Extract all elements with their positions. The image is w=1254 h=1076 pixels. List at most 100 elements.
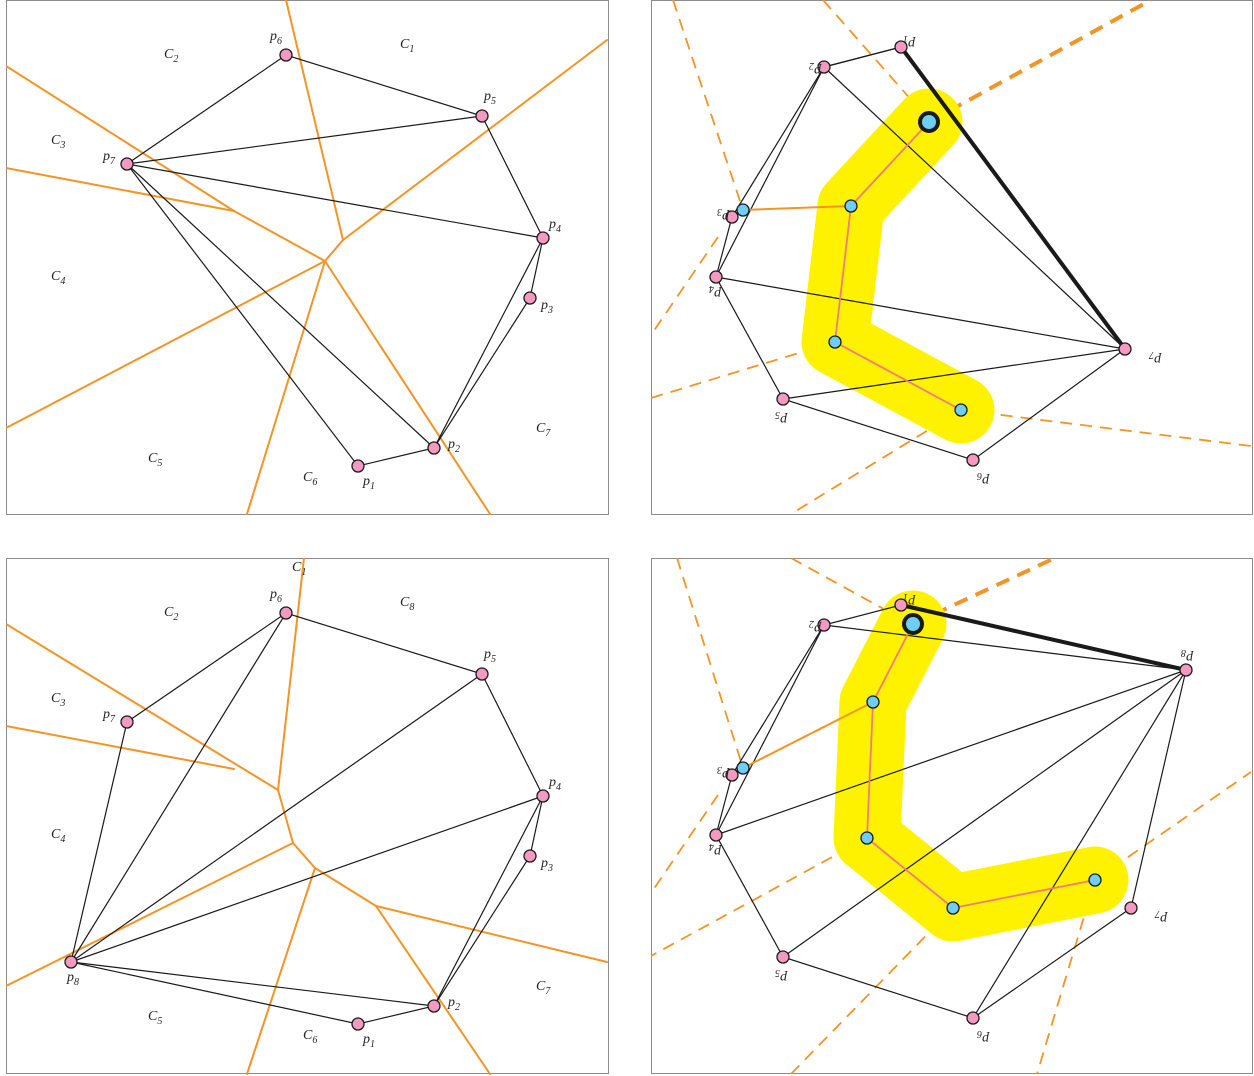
voronoi-edges xyxy=(6,558,608,1075)
site-p5 xyxy=(475,109,489,123)
cell-label-c5: C5 xyxy=(148,1009,162,1027)
path-node-start xyxy=(918,111,940,133)
path-node xyxy=(954,403,968,417)
site-labels-rotated: p1 p2 p3 p4 p5 p6 p7 xyxy=(709,33,1162,488)
site-label-p7: p7 xyxy=(102,707,116,725)
site-p4 xyxy=(709,828,723,842)
panel-bottom-left: p1 p2 p3 p4 p5 p6 p7 p8 C1 C2 C3 C4 C5 C… xyxy=(6,558,609,1075)
site-label-p6: p6 xyxy=(269,587,282,605)
path-node xyxy=(860,831,874,845)
cell-label-c8: C8 xyxy=(400,595,414,613)
cell-label-c5: C5 xyxy=(148,451,162,469)
site-p3 xyxy=(523,849,537,863)
site-p8 xyxy=(1179,663,1193,677)
site-label-p1: p1 xyxy=(362,1032,375,1050)
path-node xyxy=(866,695,880,709)
site-p5 xyxy=(776,392,790,406)
site-p7 xyxy=(120,715,134,729)
site-label-p7: p7 xyxy=(102,149,116,167)
site-p1 xyxy=(894,598,908,612)
site-p3 xyxy=(725,768,739,782)
site-label-p2: p2 xyxy=(809,618,822,636)
sites xyxy=(64,606,550,1031)
site-label-p6: p6 xyxy=(269,29,282,47)
path-node xyxy=(736,761,750,775)
site-p4 xyxy=(709,270,723,284)
panel-frame xyxy=(6,558,609,1074)
site-p3 xyxy=(725,210,739,224)
site-label-p7: p7 xyxy=(1148,349,1162,367)
cell-label-c7: C7 xyxy=(536,421,551,439)
site-label-p3: p3 xyxy=(540,298,553,316)
blocking-edge xyxy=(899,603,1188,672)
sites xyxy=(120,48,550,473)
site-label-p1: p1 xyxy=(903,591,916,609)
panel-frame xyxy=(651,558,1253,1074)
site-label-p1: p1 xyxy=(362,474,375,492)
path-node-start xyxy=(902,613,924,635)
site-p1 xyxy=(351,1017,365,1031)
site-p6 xyxy=(279,606,293,620)
cell-label-c6: C6 xyxy=(303,470,317,488)
sites xyxy=(709,40,1132,467)
cell-label-c2: C2 xyxy=(164,605,178,623)
panel-frame xyxy=(6,0,609,515)
delaunay-edges xyxy=(126,54,544,467)
site-label-p6: p6 xyxy=(977,1028,990,1046)
site-p2 xyxy=(817,618,831,632)
cell-label-c3: C3 xyxy=(51,691,65,709)
site-p4 xyxy=(536,789,550,803)
cell-labels: C1 C2 C3 C4 C5 C6 C7 C8 xyxy=(51,560,551,1046)
site-label-p4: p4 xyxy=(709,283,722,301)
site-label-p4: p4 xyxy=(709,841,722,859)
cell-label-c4: C4 xyxy=(51,269,65,287)
path-node xyxy=(946,901,960,915)
voronoi-edges xyxy=(6,0,608,515)
site-label-p8: p8 xyxy=(66,970,79,988)
site-labels: p1 p2 p3 p4 p5 p6 p7 p8 xyxy=(66,587,561,1050)
site-label-p2: p2 xyxy=(809,60,822,78)
cell-label-c7: C7 xyxy=(536,979,551,997)
site-label-p5: p5 xyxy=(483,89,496,107)
path-nodes xyxy=(736,613,1102,915)
site-label-p8: p8 xyxy=(1181,647,1194,665)
blocking-edge xyxy=(899,45,1127,351)
cell-label-c6: C6 xyxy=(303,1028,317,1046)
site-p2 xyxy=(817,60,831,74)
site-label-p4: p4 xyxy=(548,217,561,235)
cell-labels: C1 C2 C3 C4 C5 C6 C7 xyxy=(51,37,551,488)
cell-label-c1: C1 xyxy=(400,37,414,55)
cell-label-c4: C4 xyxy=(51,827,65,845)
cell-label-c1: C1 xyxy=(292,560,306,578)
site-label-p2: p2 xyxy=(447,437,460,455)
site-label-p3: p3 xyxy=(717,206,730,224)
site-p4 xyxy=(536,231,550,245)
site-p6 xyxy=(966,453,980,467)
site-label-p2: p2 xyxy=(447,995,460,1013)
panel-bottom-right: p1 p2 p3 p4 p5 p6 p7 p8 xyxy=(651,558,1253,1075)
path-node xyxy=(736,203,750,217)
voronoi-edge-highlight xyxy=(928,0,1152,124)
site-label-p5: p5 xyxy=(483,647,496,665)
path-node xyxy=(844,199,858,213)
site-label-p6: p6 xyxy=(977,470,990,488)
panel-top-right: p1 p2 p3 p4 p5 p6 p7 xyxy=(651,0,1253,515)
site-p6 xyxy=(966,1011,980,1025)
cell-label-c2: C2 xyxy=(164,47,178,65)
site-p2 xyxy=(427,441,441,455)
path-node xyxy=(1088,873,1102,887)
site-p5 xyxy=(475,667,489,681)
panel-top-left: p1 p2 p3 p4 p5 p6 p7 C1 C2 C3 C4 C5 C6 C… xyxy=(6,0,609,515)
site-labels: p1 p2 p3 p4 p5 p6 p7 xyxy=(102,29,561,492)
site-p7 xyxy=(1118,342,1132,356)
site-p8 xyxy=(64,955,78,969)
site-label-p5: p5 xyxy=(775,409,788,427)
site-p1 xyxy=(351,459,365,473)
retraction-path xyxy=(742,121,962,411)
site-p3 xyxy=(523,291,537,305)
site-p2 xyxy=(427,999,441,1013)
site-label-p1: p1 xyxy=(903,33,916,51)
path-nodes xyxy=(736,111,968,417)
site-p7 xyxy=(120,157,134,171)
path-node xyxy=(828,335,842,349)
